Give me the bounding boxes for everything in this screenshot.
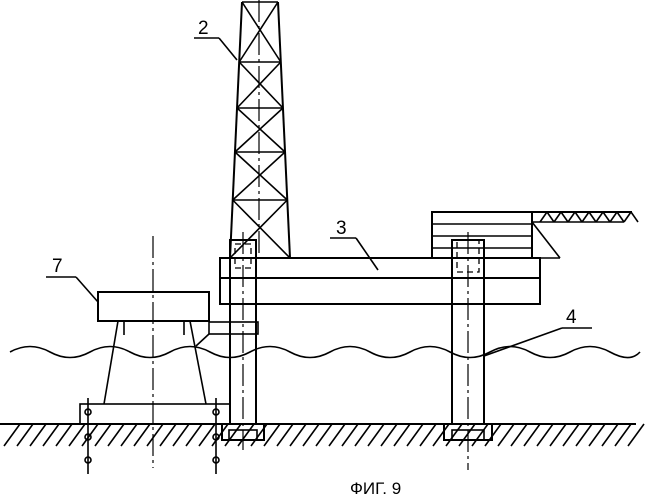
leader-7 <box>46 277 98 302</box>
label-7: 7 <box>52 256 63 277</box>
deck-3 <box>220 212 638 304</box>
leader-3 <box>330 238 378 270</box>
label-2: 2 <box>198 18 209 39</box>
label-3: 3 <box>336 218 347 239</box>
figure-caption: ФИГ. 9 <box>350 479 401 498</box>
leg-4 <box>444 232 492 470</box>
derrick-2 <box>230 0 290 258</box>
label-4: 4 <box>566 307 577 328</box>
seabed <box>0 424 644 446</box>
leader-4 <box>484 328 592 356</box>
water-surface <box>10 347 640 358</box>
left-leg <box>222 232 264 450</box>
leader-2 <box>194 38 237 60</box>
